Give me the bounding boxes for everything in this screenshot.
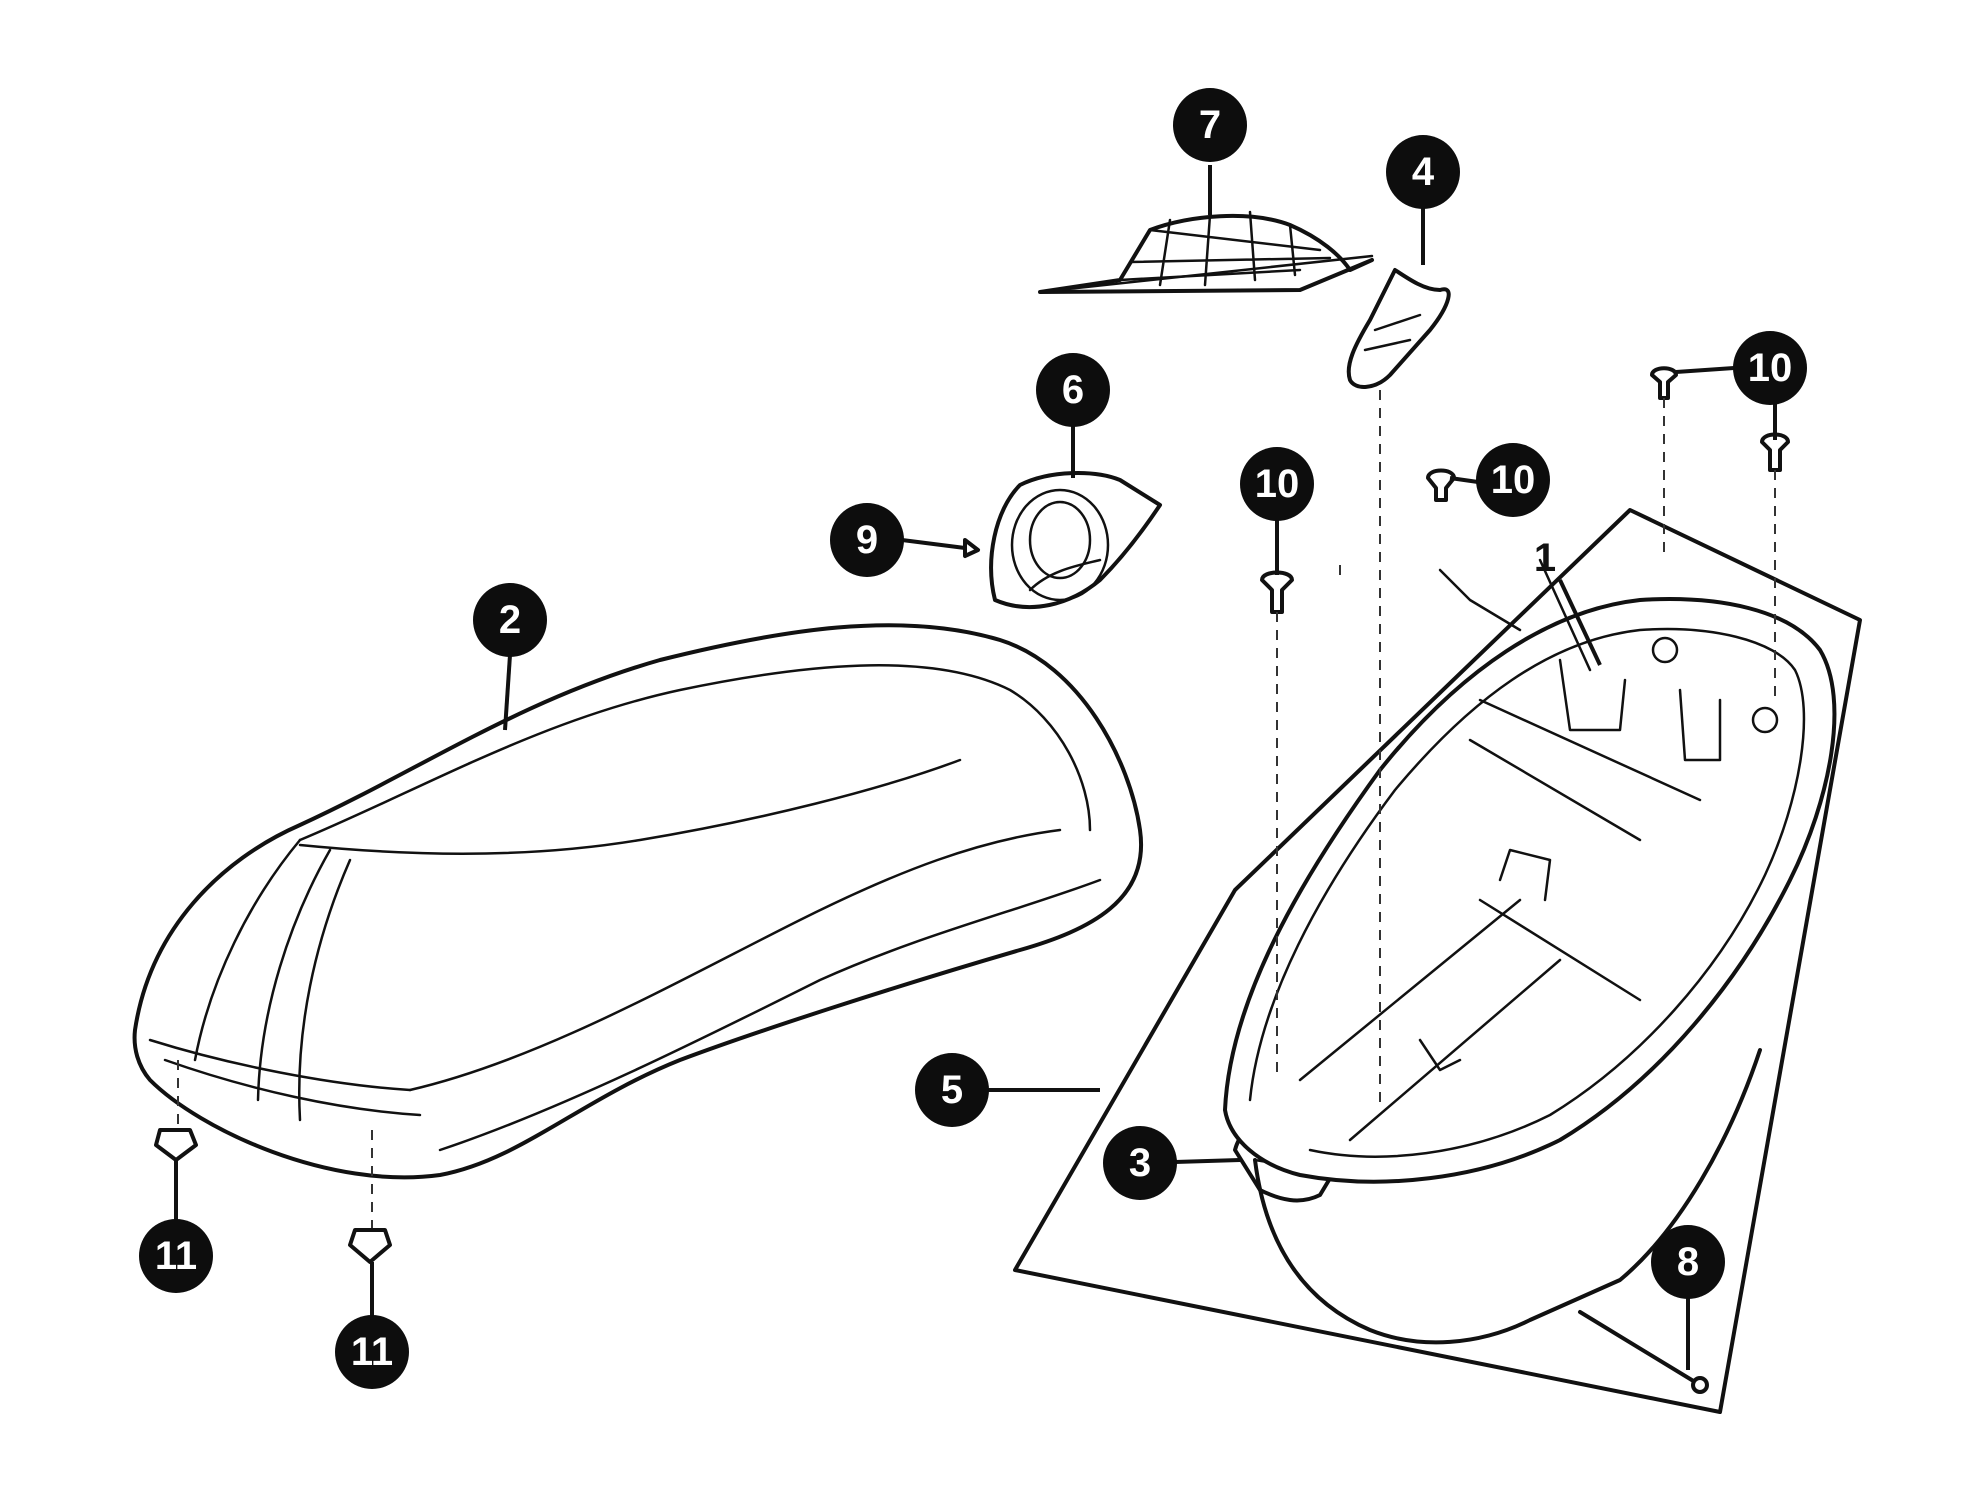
part-2-seat (132, 623, 1144, 1180)
svg-text:3: 3 (1129, 1141, 1151, 1185)
part-1-storage-tub (1223, 558, 1837, 1345)
callout-8: 8 (1651, 1225, 1725, 1299)
svg-text:10: 10 (1491, 458, 1536, 502)
svg-text:4: 4 (1412, 150, 1435, 194)
svg-text:10: 10 (1748, 346, 1793, 390)
assembly-guide-lines (177, 390, 1776, 1228)
callout-10-b: 10 (1476, 443, 1550, 517)
part-4-pad (1346, 268, 1451, 389)
svg-text:5: 5 (941, 1068, 963, 1112)
svg-text:11: 11 (155, 1234, 197, 1278)
callout-10-c: 10 (1733, 331, 1807, 405)
svg-text:8: 8 (1677, 1240, 1699, 1284)
callout-3: 3 (1103, 1126, 1177, 1200)
svg-text:6: 6 (1062, 368, 1084, 412)
svg-text:2: 2 (499, 598, 521, 642)
callout-10-a: 10 (1240, 447, 1314, 521)
callout-11-b: 11 (335, 1315, 409, 1389)
callout-9: 9 (830, 503, 904, 577)
callout-2: 2 (473, 583, 547, 657)
part-6-cap (989, 471, 1162, 609)
part-7-cover (1038, 210, 1374, 294)
svg-text:11: 11 (351, 1330, 393, 1374)
svg-text:10: 10 (1255, 462, 1300, 506)
callout-6: 6 (1036, 353, 1110, 427)
svg-text:1: 1 (1534, 536, 1556, 580)
callout-7: 7 (1173, 88, 1247, 162)
callout-1: 1 (1534, 536, 1556, 580)
callout-11-a: 11 (139, 1219, 213, 1293)
svg-text:9: 9 (856, 518, 878, 562)
leader-lines (174, 165, 1777, 1370)
svg-text:7: 7 (1199, 103, 1221, 147)
part-5-plate (1013, 508, 1862, 1414)
part-8-pin (1578, 1310, 1709, 1394)
callout-4: 4 (1386, 135, 1460, 209)
callout-5: 5 (915, 1053, 989, 1127)
